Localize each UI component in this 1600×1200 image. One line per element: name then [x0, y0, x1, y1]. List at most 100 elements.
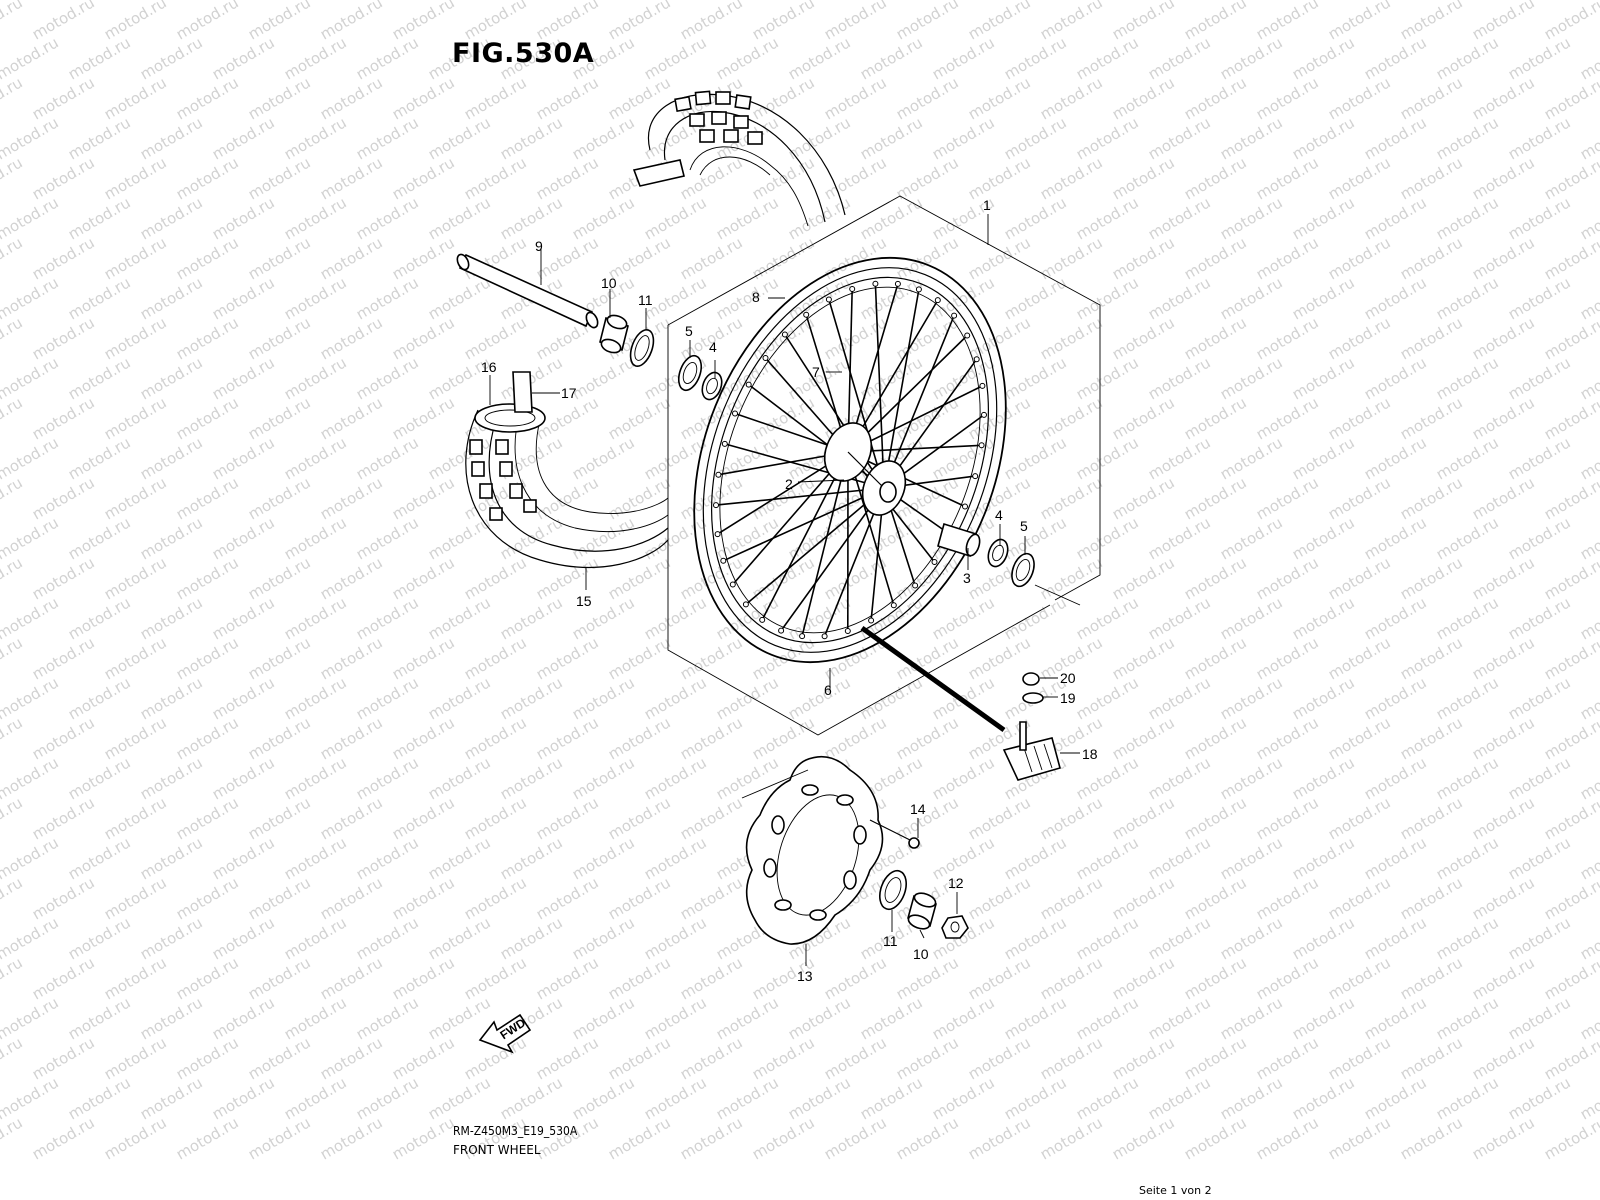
disc-bolt [869, 819, 920, 849]
spoke [715, 487, 885, 506]
callout-8: 8 [752, 289, 760, 305]
brake-disc [745, 755, 884, 945]
callout-15: 15 [576, 593, 592, 609]
spoke [761, 451, 849, 621]
spoke-nipple [915, 286, 922, 293]
wheel-hub [823, 422, 907, 516]
callout-4-lower: 4 [995, 507, 1003, 523]
callout-5-lower: 5 [1020, 518, 1028, 534]
callout-2: 2 [785, 476, 793, 492]
tire-upper [632, 90, 846, 227]
model-code: RM-Z450M3_E19_530A [453, 1124, 578, 1138]
oil-seal-upper [677, 354, 703, 392]
spoke-nipple [714, 531, 721, 538]
page-info: Seite 1 von 2 [1139, 1184, 1212, 1197]
spoke-nipple [978, 442, 985, 449]
spoke-nipple [951, 312, 958, 319]
callout-5-upper: 5 [685, 323, 693, 339]
bearing-upper [701, 371, 723, 401]
spoke-nipple [762, 355, 769, 361]
spoke [874, 283, 885, 489]
spoke [780, 487, 885, 632]
dust-seal-lower [879, 869, 907, 911]
spoke-nipple [849, 286, 856, 292]
spoke-nipple [759, 616, 766, 623]
spoke-nipple [821, 633, 828, 640]
spoke-nipple [872, 280, 879, 287]
spoke [883, 289, 920, 489]
spoke-nipple [868, 617, 875, 624]
spoke [724, 443, 885, 489]
callout-13: 13 [797, 968, 813, 984]
spoke [828, 299, 885, 489]
spoke-nipple [720, 557, 727, 564]
callout-labels: 1 2 3 4 4 5 5 6 7 8 9 10 10 11 11 12 13 … [481, 197, 1098, 984]
spoke-nipple [973, 356, 980, 363]
spoke [745, 487, 885, 606]
callout-7: 7 [812, 364, 820, 380]
distance-spacer [937, 522, 981, 558]
bearing-lower [987, 538, 1009, 568]
callout-10-upper: 10 [601, 275, 617, 291]
spoke-nipple [732, 410, 738, 417]
spacer-collar-lower [907, 892, 937, 930]
fwd-arrow-icon: FWD [478, 1013, 532, 1054]
spoke-nipple [799, 633, 806, 640]
spoke [801, 451, 849, 637]
callout-14: 14 [910, 801, 926, 817]
spoke-nipple [931, 559, 938, 565]
spoke-nipple [890, 602, 897, 609]
dust-seal-upper [629, 329, 655, 367]
front-axle [456, 253, 599, 329]
spoke-nipple [972, 473, 979, 480]
spoke-nipple [729, 581, 736, 588]
spoke-nipple [715, 471, 722, 478]
spoke-nipple [964, 332, 971, 339]
callout-11-upper: 11 [638, 292, 653, 308]
callout-20: 20 [1060, 670, 1076, 686]
spoke-nipple [934, 297, 941, 304]
brake-disc-cutouts [763, 784, 867, 921]
callout-10-lower: 10 [913, 946, 929, 962]
callout-9: 9 [535, 238, 543, 254]
callout-6: 6 [824, 682, 832, 698]
spoke-nipple [825, 296, 832, 303]
figure-caption: FRONT WHEEL [453, 1143, 541, 1157]
tire-tread-blocks [674, 90, 763, 145]
wheel-assembly-outline [667, 195, 1101, 736]
callout-12: 12 [948, 875, 964, 891]
oil-seal-lower [1011, 552, 1035, 588]
spoke-nipple [721, 440, 728, 447]
spoke-nipple [981, 411, 987, 418]
spoke [722, 487, 885, 562]
rim-lock-group [860, 625, 1061, 781]
callout-1: 1 [983, 197, 991, 213]
spoke [883, 315, 955, 489]
spoke-nipple [803, 311, 810, 318]
spoke-nipple [979, 382, 986, 389]
tire-lower-tread-blocks [469, 439, 537, 521]
spoke-nipple [742, 601, 749, 608]
callout-11-lower: 11 [883, 933, 898, 949]
spoke-nipple [713, 502, 719, 509]
callout-4-upper: 4 [709, 339, 717, 355]
spoke-nipple [778, 627, 785, 634]
callout-17: 17 [561, 385, 577, 401]
spoke-nipple [844, 628, 851, 634]
spoke-nipple [962, 503, 968, 510]
callout-16: 16 [481, 359, 497, 375]
spoke-nipple [912, 582, 919, 589]
spacer-collar-upper [599, 314, 629, 354]
spoke-nipple [745, 381, 752, 388]
spoke-nipple [781, 331, 788, 338]
callout-19: 19 [1060, 690, 1076, 706]
figure-title: FIG.530A [452, 38, 595, 69]
callout-3: 3 [963, 570, 971, 586]
callout-leaders [489, 214, 1080, 966]
callout-18: 18 [1082, 746, 1098, 762]
brake-disc-plane-outline [741, 769, 809, 799]
tire-lower [465, 371, 669, 568]
spoke-nipple [894, 280, 901, 287]
axle-nut [941, 915, 969, 939]
